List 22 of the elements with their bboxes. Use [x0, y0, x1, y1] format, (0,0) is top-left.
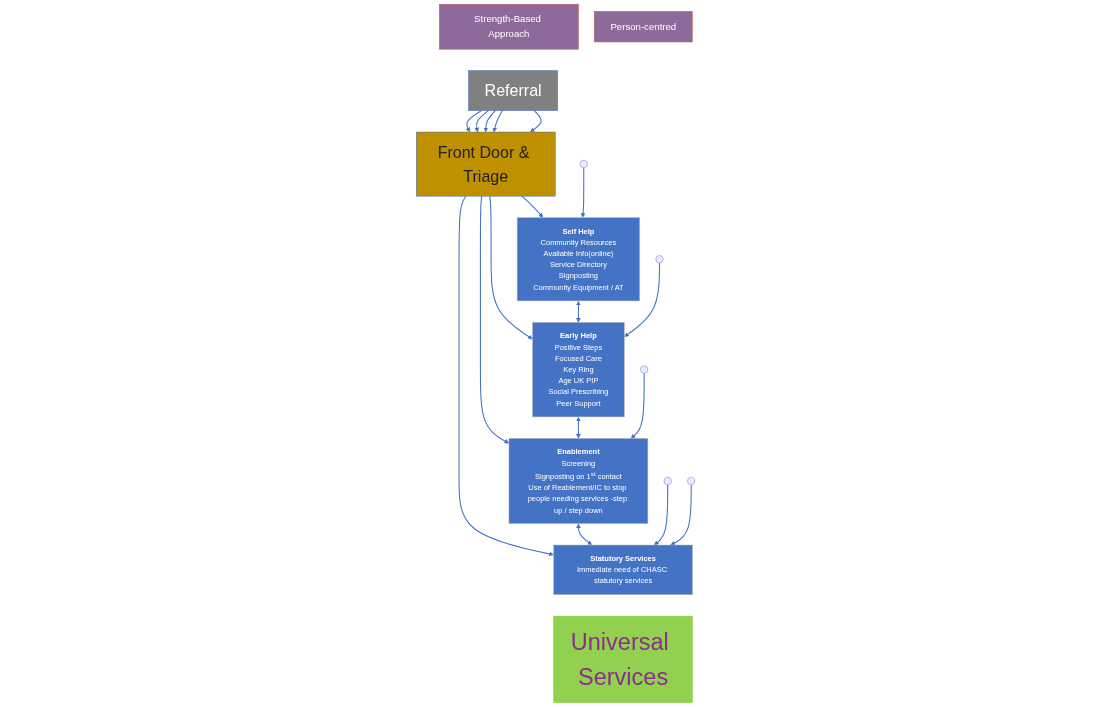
arrow [670, 484, 693, 546]
arrow [654, 484, 669, 546]
arrow [458, 195, 555, 557]
arrow [581, 167, 586, 218]
arrow [474, 110, 490, 133]
arrow [576, 523, 593, 546]
arrow [521, 195, 544, 218]
arrow [480, 195, 510, 444]
arrow [492, 110, 504, 133]
arrow [466, 110, 483, 133]
arrow [576, 416, 582, 439]
arrow [631, 372, 646, 439]
arrow [576, 300, 582, 323]
arrow [530, 110, 543, 133]
node-box: Universal Services [553, 615, 694, 703]
node-box: Strength-Based Approach [439, 4, 579, 50]
arrow [489, 195, 534, 340]
node-box: Referral [468, 70, 559, 111]
arrow [624, 262, 661, 337]
node-box: Front Door & Triage [416, 131, 556, 197]
node-box: Person-centred [594, 11, 693, 43]
arrow [483, 110, 497, 133]
